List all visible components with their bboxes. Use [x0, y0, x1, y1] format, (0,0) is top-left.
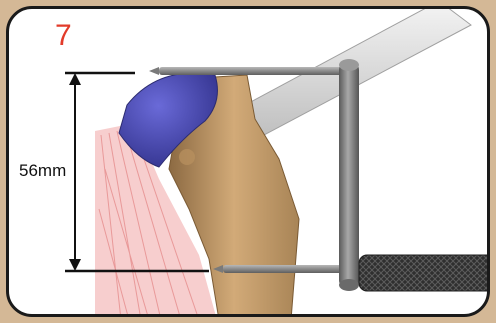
step-number: 7 [55, 21, 72, 51]
measurement-label: 56mm [19, 161, 66, 181]
knurled-handle-icon [359, 255, 490, 291]
surgical-illustration [9, 9, 490, 317]
illustration-frame: 7 56mm [6, 6, 490, 317]
